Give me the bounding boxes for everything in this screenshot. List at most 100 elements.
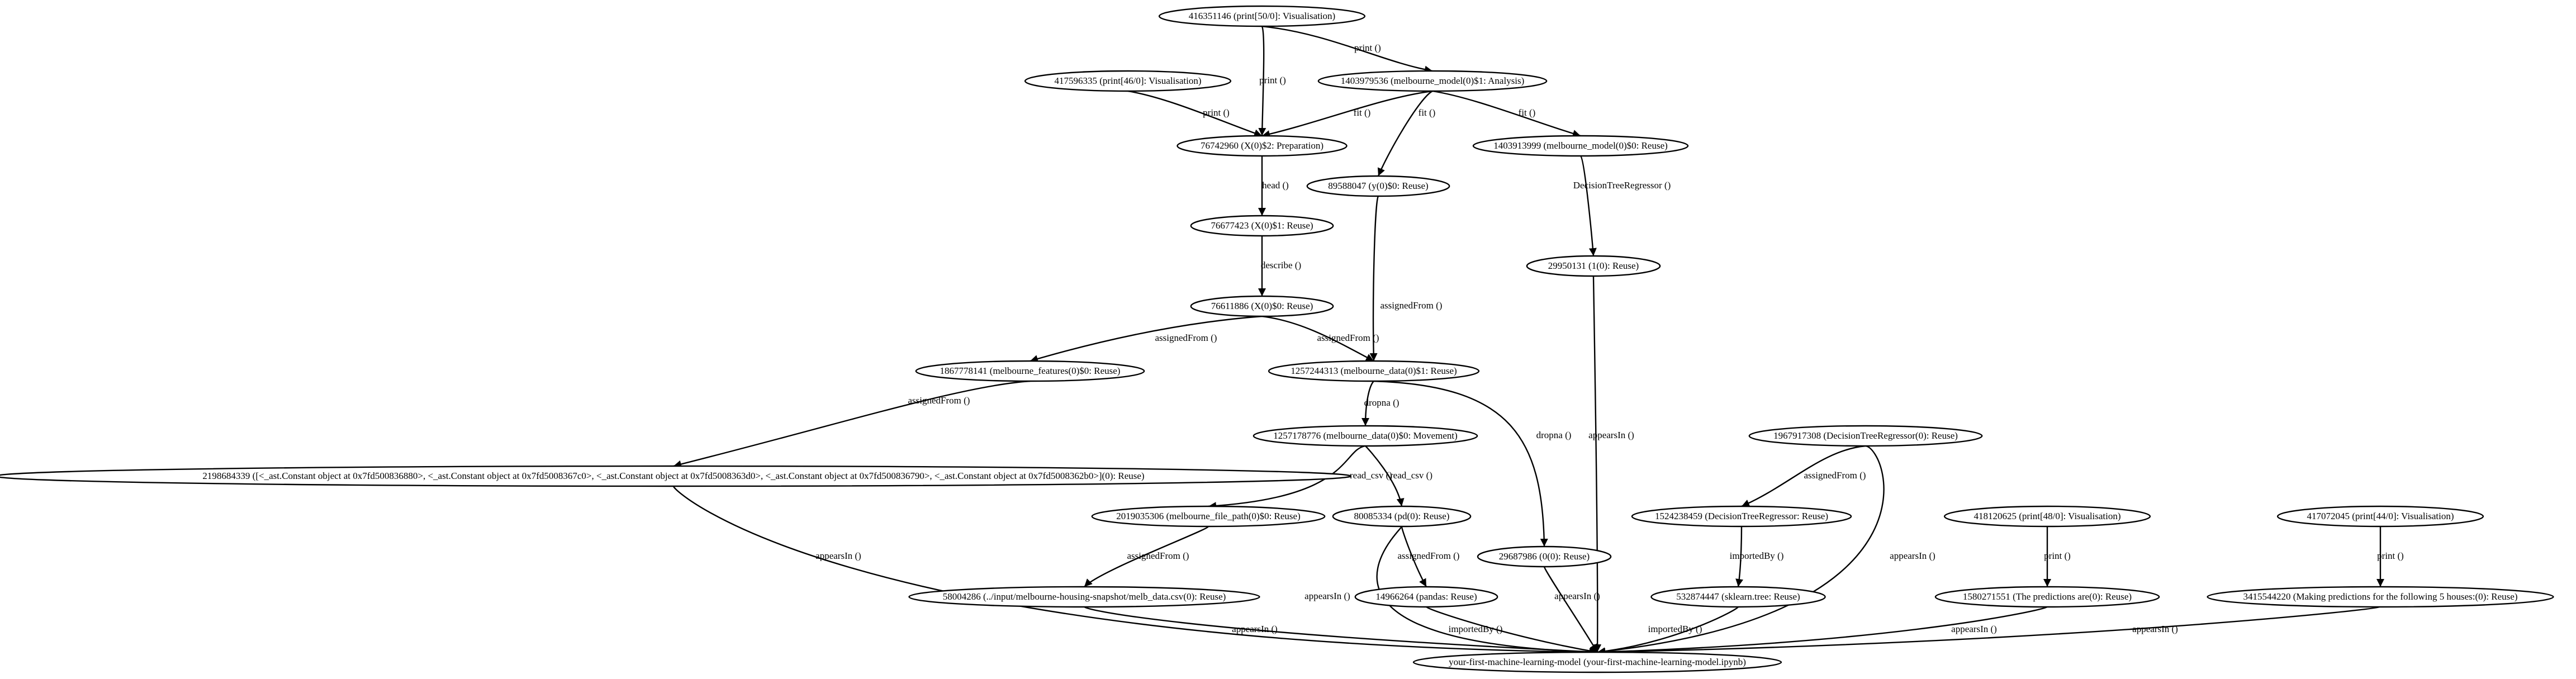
edge-line [1258, 26, 1266, 136]
edge: importedBy () [1730, 526, 1784, 587]
node-ellipse[interactable] [1477, 545, 1612, 568]
node-label: 417072045 (print[44/0]: Visualisation) [2307, 511, 2454, 521]
edge-line [1365, 445, 1405, 507]
edge-label: fit () [1519, 107, 1536, 118]
edge-label: describe () [1261, 260, 1301, 270]
node-label: 1257244313 (melbourne_data(0)$1: Reuse) [1291, 365, 1457, 376]
edge-line [1401, 526, 1427, 587]
graph-node[interactable]: 1524238459 (DecisionTreeRegressor: Reuse… [1631, 505, 1852, 528]
node-ellipse[interactable] [1650, 586, 1826, 608]
graph-node[interactable]: 416351146 (print[50/0]: Visualisation) [1158, 5, 1366, 27]
edge-label: assignedFrom () [1398, 550, 1460, 561]
node-label: 29687986 (0(0): Reuse) [1499, 551, 1590, 562]
node-label: 1524238459 (DecisionTreeRegressor: Reuse… [1655, 511, 1828, 521]
node-label: 1580271551 (The predictions are(0): Reus… [1963, 591, 2132, 602]
node-ellipse[interactable] [1253, 425, 1478, 447]
edge: assignedFrom () [1030, 315, 1263, 363]
edge-line [1579, 155, 1597, 257]
node-ellipse[interactable] [1472, 135, 1689, 157]
node-ellipse[interactable] [1748, 425, 1983, 447]
graph-node[interactable]: your-first-machine-learning-model (your-… [1412, 651, 1782, 673]
node-label: 418120625 (print[48/0]: Visualisation) [1973, 511, 2120, 521]
node-label: 2019035306 (melbourne_file_path(0)$0: Re… [1116, 511, 1301, 521]
edge: dropna () [1373, 380, 1572, 547]
graph-node[interactable]: 1403979536 (melbourne_model(0)$1: Analys… [1317, 70, 1548, 92]
graph-node[interactable]: 14966264 (pandas: Reuse) [1354, 586, 1498, 608]
node-ellipse[interactable] [915, 360, 1145, 382]
edge: importedBy () [1425, 606, 1598, 655]
graph-node[interactable]: 76611886 (X(0)$0: Reuse) [1190, 295, 1334, 317]
edge-label: appearsIn () [1951, 624, 1997, 634]
edge-label: importedBy () [1730, 550, 1784, 561]
node-ellipse[interactable] [1631, 505, 1852, 528]
node-label: 80085334 (pd(0): Reuse) [1354, 511, 1450, 521]
node-ellipse[interactable] [1190, 215, 1334, 237]
edge-label: fit () [1419, 107, 1436, 118]
graph-node[interactable]: 1580271551 (The predictions are(0): Reus… [1934, 586, 2160, 608]
edge-line [1597, 606, 2382, 656]
graph-node[interactable]: 29687986 (0(0): Reuse) [1477, 545, 1612, 568]
graph-node[interactable]: 2019035306 (melbourne_file_path(0)$0: Re… [1091, 505, 1326, 528]
edge-line [672, 486, 1598, 656]
edge: print () [2376, 526, 2404, 587]
graph-node[interactable]: 3415544220 (Making predictions for the f… [2207, 586, 2554, 608]
node-label: 76677423 (X(0)$1: Reuse) [1211, 220, 1313, 231]
graph-node[interactable]: 417596335 (print[46/0]: Visualisation) [1024, 70, 1232, 92]
node-ellipse[interactable] [1354, 586, 1498, 608]
graph-node[interactable]: 1867778141 (melbourne_features(0)$0: Reu… [915, 360, 1145, 382]
graph-node[interactable]: 2198684339 ([<_ast.Constant object at 0x… [0, 465, 1351, 487]
node-ellipse[interactable] [1158, 5, 1366, 27]
graph-node[interactable]: 89588047 (y(0)$0: Reuse) [1306, 175, 1450, 197]
edge-label: print () [1354, 42, 1381, 53]
node-label: 1967917308 (DecisionTreeRegressor(0): Re… [1773, 430, 1958, 441]
node-ellipse[interactable] [1306, 175, 1450, 197]
node-ellipse[interactable] [2207, 586, 2554, 608]
edge-line [1361, 381, 1374, 426]
node-ellipse[interactable] [1317, 70, 1548, 92]
node-ellipse[interactable] [908, 586, 1260, 608]
node-label: 2198684339 ([<_ast.Constant object at 0x… [202, 471, 1144, 481]
edge: dropna () [1361, 381, 1399, 426]
nodes-layer: 416351146 (print[50/0]: Visualisation) 14… [0, 5, 2554, 673]
node-ellipse[interactable] [1332, 505, 1472, 528]
edge-label: appearsIn () [1554, 591, 1600, 601]
node-label: 1257178776 (melbourne_data(0)$0: Movemen… [1273, 430, 1458, 441]
edge-line [1597, 445, 1885, 656]
edge-label: dropna () [1536, 430, 1572, 440]
node-ellipse[interactable] [1934, 586, 2160, 608]
node-ellipse[interactable] [0, 465, 1351, 487]
graph-node[interactable]: 1967917308 (DecisionTreeRegressor(0): Re… [1748, 425, 1983, 447]
edge-line [1261, 315, 1374, 362]
graph-node[interactable]: 80085334 (pd(0): Reuse) [1332, 505, 1472, 528]
edge: assignedFrom () [673, 380, 1031, 468]
graph-node[interactable]: 1403913999 (melbourne_model(0)$0: Reuse) [1472, 135, 1689, 157]
node-ellipse[interactable] [1412, 651, 1782, 673]
edge: DecisionTreeRegressor () [1573, 155, 1671, 257]
edge-label: fit () [1354, 107, 1371, 118]
node-ellipse[interactable] [1091, 505, 1326, 528]
graph-node[interactable]: 417072045 (print[44/0]: Visualisation) [2276, 505, 2484, 528]
graph-node[interactable]: 76677423 (X(0)$1: Reuse) [1190, 215, 1334, 237]
node-ellipse[interactable] [1526, 255, 1661, 277]
graph-node[interactable]: 418120625 (print[48/0]: Visualisation) [1943, 505, 2151, 528]
node-label: 1403913999 (melbourne_model(0)$0: Reuse) [1493, 140, 1668, 151]
node-ellipse[interactable] [1268, 360, 1480, 382]
node-label: 1867778141 (melbourne_features(0)$0: Reu… [940, 365, 1121, 376]
edge-label: assignedFrom () [1317, 333, 1379, 343]
node-ellipse[interactable] [1176, 135, 1348, 157]
node-ellipse[interactable] [2276, 505, 2484, 528]
graph-node[interactable]: 1257244313 (melbourne_data(0)$1: Reuse) [1268, 360, 1480, 382]
graph-node[interactable]: 76742960 (X(0)$2: Preparation) [1176, 135, 1348, 157]
graph-node[interactable]: 58004286 (../input/melbourne-housing-sna… [908, 586, 1260, 608]
graph-node[interactable]: 1257178776 (melbourne_data(0)$0: Movemen… [1253, 425, 1478, 447]
edge: appearsIn () [1597, 445, 1935, 656]
node-ellipse[interactable] [1190, 295, 1334, 317]
node-ellipse[interactable] [1024, 70, 1232, 92]
graph-node[interactable]: 29950131 (1(0): Reuse) [1526, 255, 1661, 277]
graph-node[interactable]: 532874447 (sklearn.tree: Reuse) [1650, 586, 1826, 608]
edge: assignedFrom () [1741, 445, 1866, 507]
node-ellipse[interactable] [1943, 505, 2151, 528]
edge-label: importedBy () [1648, 624, 1702, 634]
edge-label: assignedFrom () [1380, 300, 1443, 311]
edge-label: print () [1259, 75, 1286, 86]
